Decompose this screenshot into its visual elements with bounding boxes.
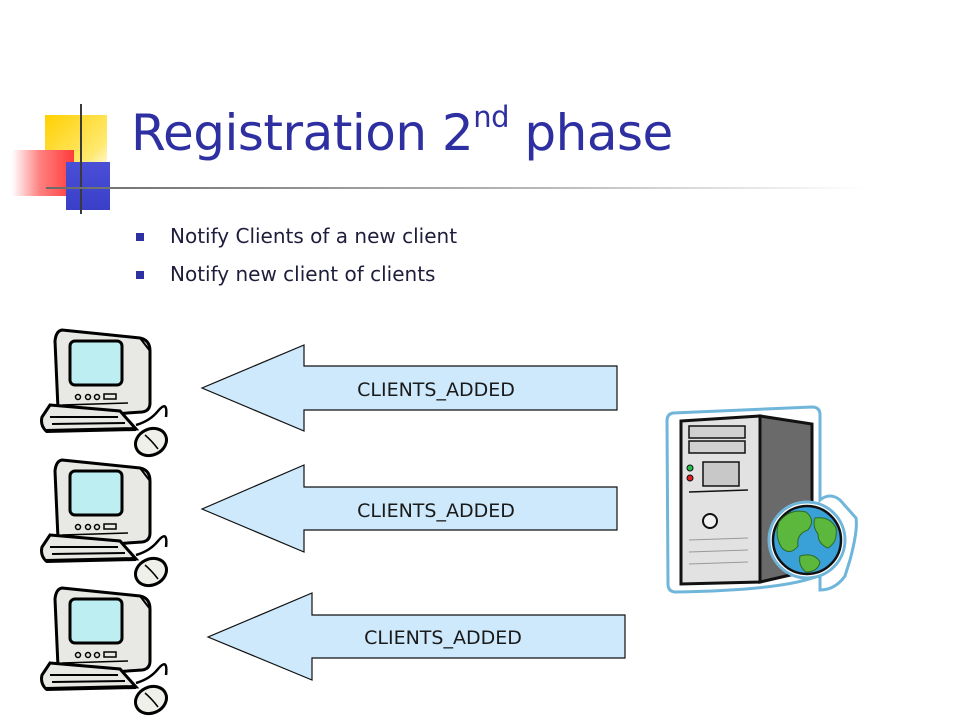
bullet-text: Notify new client of clients bbox=[170, 262, 436, 286]
bullet-marker bbox=[136, 271, 144, 279]
slide-title-suffix: phase bbox=[509, 104, 673, 162]
arrow-label: CLIENTS_ADDED bbox=[357, 500, 515, 522]
client-computer-icon bbox=[39, 328, 173, 463]
bullet-marker bbox=[136, 233, 144, 241]
bullet-item: Notify new client of clients bbox=[136, 258, 457, 296]
slide-title-main: Registration 2 bbox=[131, 104, 474, 162]
bullet-list: Notify Clients of a new client Notify ne… bbox=[136, 220, 457, 296]
client-computer-icon bbox=[39, 458, 173, 593]
bullet-item: Notify Clients of a new client bbox=[136, 220, 457, 258]
message-arrow: CLIENTS_ADDED bbox=[200, 344, 618, 432]
arrow-label: CLIENTS_ADDED bbox=[357, 379, 515, 401]
slide-title-superscript: nd bbox=[473, 100, 510, 135]
title-underline-rule bbox=[46, 187, 866, 189]
bullet-text: Notify Clients of a new client bbox=[170, 224, 458, 248]
client-computer-icon bbox=[39, 586, 173, 720]
title-vertical-rule bbox=[80, 104, 82, 214]
message-arrow: CLIENTS_ADDED bbox=[200, 464, 618, 553]
slide-title: Registration 2nd phase bbox=[131, 100, 673, 162]
server-globe-icon bbox=[665, 405, 858, 594]
arrow-label: CLIENTS_ADDED bbox=[364, 627, 522, 649]
title-decoration-blue bbox=[66, 162, 110, 210]
message-arrow: CLIENTS_ADDED bbox=[206, 592, 626, 681]
